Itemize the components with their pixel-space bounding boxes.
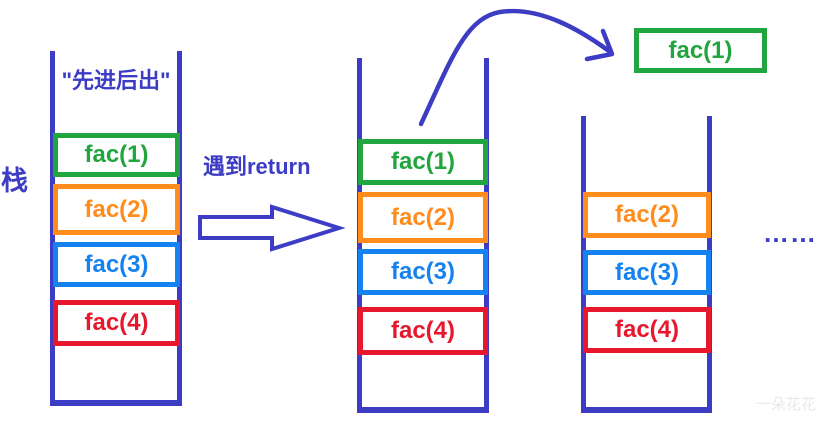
stack-rule-title: "先进后出": [61, 68, 171, 93]
stack1-frame-fac3: fac(3): [53, 242, 180, 287]
watermark: 一朵花花: [756, 396, 817, 413]
stack1-frame-fac2: fac(2): [53, 184, 180, 235]
stack3-frame-fac4: fac(4): [583, 307, 711, 353]
stack1-frame-fac1: fac(1): [53, 133, 180, 177]
stack3-frame-fac3: fac(3): [583, 250, 711, 295]
transition-label: 遇到return: [203, 154, 311, 179]
stack2-frame-fac1: fac(1): [358, 139, 488, 185]
stack1-frame-fac4: fac(4): [53, 300, 180, 346]
stack2-frame-fac4: fac(4): [358, 307, 488, 355]
block-arrow-right-icon: [198, 204, 346, 252]
popped-frame-fac1: fac(1): [634, 28, 767, 73]
stack3-frame-fac2: fac(2): [583, 192, 711, 238]
continuation-ellipsis: ……: [763, 218, 817, 248]
stack-side-label: 栈: [1, 166, 28, 196]
stack2-frame-fac2: fac(2): [358, 192, 488, 243]
stack2-frame-fac3: fac(3): [358, 249, 488, 295]
